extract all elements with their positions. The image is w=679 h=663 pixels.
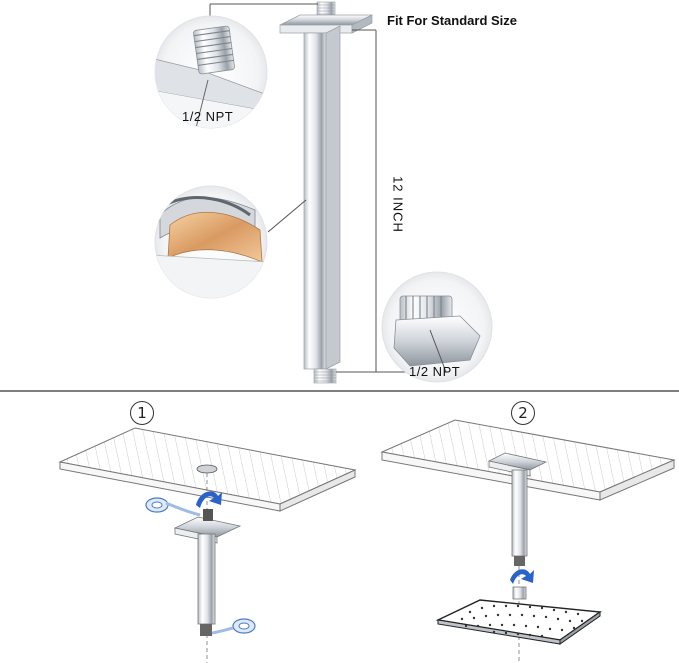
thread-size-label-bottom: 1/2 NPT [409, 364, 461, 379]
material-layers-detail [154, 185, 268, 299]
thread-size-label-top: 1/2 NPT [182, 109, 234, 124]
shower-arm-main [279, 1, 373, 384]
rotate-arrow-icon [196, 491, 222, 508]
step-number-2: 2 [511, 401, 535, 425]
step-1-illustration [58, 427, 357, 663]
step-2-illustration [380, 419, 676, 663]
length-label: 12 INCH [390, 176, 406, 233]
shower-nozzles [460, 604, 584, 638]
thread-detail-top [154, 15, 268, 129]
step-number-1: 1 [130, 401, 154, 425]
tape-roll-icon [145, 497, 201, 517]
rotate-arrow-icon [510, 569, 534, 584]
thread-detail-bottom [381, 271, 493, 383]
tape-roll-icon [211, 618, 256, 635]
fit-standard-size-label: Fit For Standard Size [387, 13, 518, 28]
